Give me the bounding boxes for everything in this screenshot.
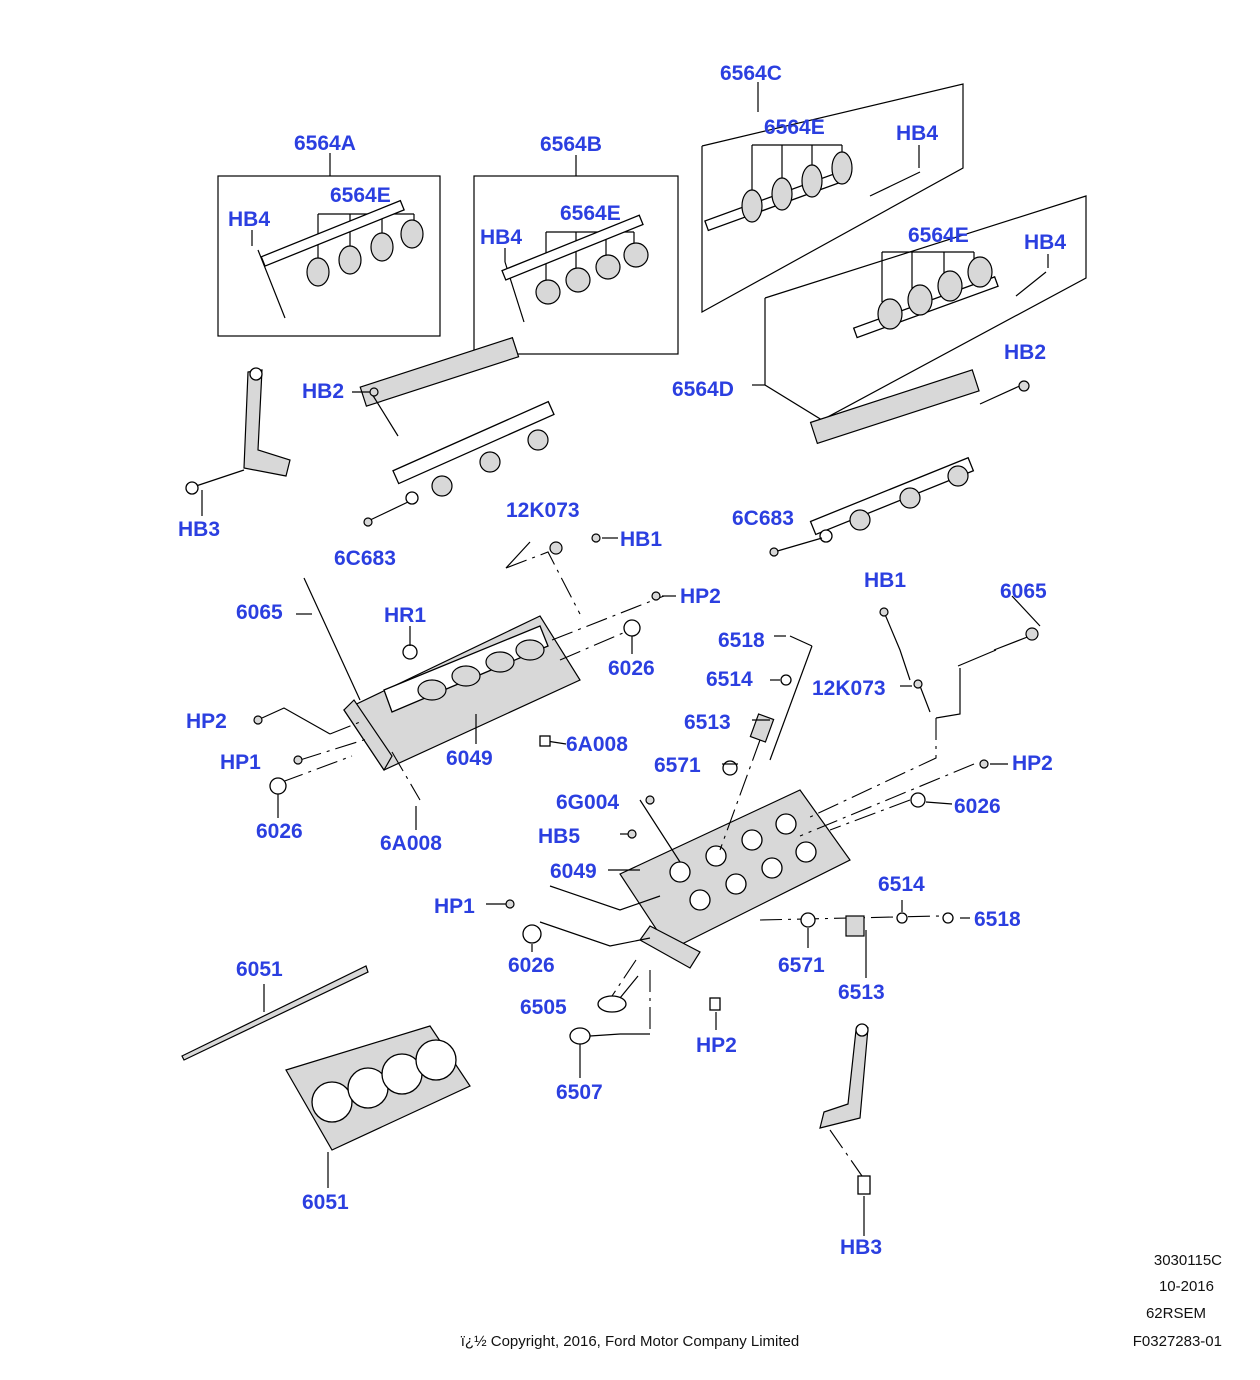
callout-label: HB4 bbox=[896, 122, 938, 145]
left-camshaft bbox=[359, 336, 555, 523]
callout-label: 6518 bbox=[718, 629, 765, 652]
callout-label: 6065 bbox=[1000, 580, 1047, 603]
callout-label: HP2 bbox=[696, 1034, 737, 1057]
head-gasket bbox=[285, 1025, 471, 1188]
callout-label: HB3 bbox=[840, 1236, 882, 1259]
callout-labels: 6564A 6564E HB4 6564B 6564E HB4 6564C 65… bbox=[178, 62, 1066, 1259]
callout-label: 12K073 bbox=[812, 677, 886, 700]
rocker-group-a bbox=[217, 153, 441, 337]
callout-label: HP1 bbox=[220, 751, 261, 774]
callout-label: HB4 bbox=[1024, 231, 1066, 254]
left-head-dashed-lines bbox=[261, 541, 665, 830]
callout-label: HB5 bbox=[538, 825, 580, 848]
illustration-date: 10-2016 bbox=[1158, 1278, 1214, 1295]
callout-label: HP2 bbox=[680, 585, 721, 608]
right-camshaft bbox=[773, 369, 1025, 553]
callout-label: 6026 bbox=[508, 954, 555, 977]
rocker-group-c bbox=[701, 82, 964, 314]
copyright-notice: ï¿½ Copyright, 2016, Ford Motor Company … bbox=[460, 1333, 800, 1350]
callout-label: 6C683 bbox=[334, 547, 396, 570]
callout-label: 6564A bbox=[294, 132, 356, 155]
callout-label: HB4 bbox=[228, 208, 270, 231]
callout-label: 6026 bbox=[256, 820, 303, 843]
callout-label: 6C683 bbox=[732, 507, 794, 530]
fasteners bbox=[253, 380, 1041, 919]
callout-label: 6049 bbox=[446, 747, 493, 770]
callout-label: 6507 bbox=[556, 1081, 603, 1104]
callout-label: 6564E bbox=[764, 116, 825, 139]
head-gasket-long bbox=[181, 965, 369, 1061]
rocker-group-d bbox=[752, 195, 1087, 421]
callout-label: 6514 bbox=[878, 873, 925, 896]
callout-label: 6051 bbox=[236, 958, 283, 981]
figure-reference: F0327283-01 bbox=[1132, 1333, 1222, 1350]
callout-label: 6049 bbox=[550, 860, 597, 883]
callout-label: HB1 bbox=[864, 569, 906, 592]
right-cylinder-head bbox=[619, 789, 851, 969]
callout-label: HB4 bbox=[480, 226, 522, 249]
callout-label: HB2 bbox=[1004, 341, 1046, 364]
callout-label: 6505 bbox=[520, 996, 567, 1019]
callout-label: 12K073 bbox=[506, 499, 580, 522]
callout-label: 6G004 bbox=[556, 791, 619, 814]
callout-label: 6065 bbox=[236, 601, 283, 624]
valves bbox=[522, 792, 953, 1078]
callout-label: 6518 bbox=[974, 908, 1021, 931]
callout-label: HB1 bbox=[620, 528, 662, 551]
callout-label: 6051 bbox=[302, 1191, 349, 1214]
callout-label: 6A008 bbox=[566, 733, 628, 756]
callout-label: HB2 bbox=[302, 380, 344, 403]
callout-label: HR1 bbox=[384, 604, 426, 627]
callout-label: HB3 bbox=[178, 518, 220, 541]
illustration-code: 62RSEM bbox=[1145, 1305, 1206, 1322]
callout-label: 6513 bbox=[684, 711, 731, 734]
callout-label: 6564D bbox=[672, 378, 734, 401]
callout-label: 6026 bbox=[954, 795, 1001, 818]
callout-label: 6564E bbox=[560, 202, 621, 225]
callout-label: 6564E bbox=[330, 184, 391, 207]
callout-label: 6571 bbox=[654, 754, 701, 777]
rocker-group-b bbox=[473, 155, 679, 355]
callout-label: 6564E bbox=[908, 224, 969, 247]
left-lifting-bracket bbox=[185, 367, 291, 516]
illustration-id: 3030115C bbox=[1153, 1252, 1222, 1269]
callout-label: 6564B bbox=[540, 133, 602, 156]
callout-label: HP1 bbox=[434, 895, 475, 918]
callout-label: 6513 bbox=[838, 981, 885, 1004]
callout-label: HP2 bbox=[1012, 752, 1053, 775]
callout-label: 6564C bbox=[720, 62, 782, 85]
callout-label: 6571 bbox=[778, 954, 825, 977]
valve-springs bbox=[722, 635, 954, 978]
callout-label: HP2 bbox=[186, 710, 227, 733]
callout-label: 6026 bbox=[608, 657, 655, 680]
right-lifting-bracket bbox=[819, 1023, 871, 1236]
callout-label: 6A008 bbox=[380, 832, 442, 855]
left-cylinder-head bbox=[296, 577, 581, 772]
callout-label: 6514 bbox=[706, 668, 753, 691]
